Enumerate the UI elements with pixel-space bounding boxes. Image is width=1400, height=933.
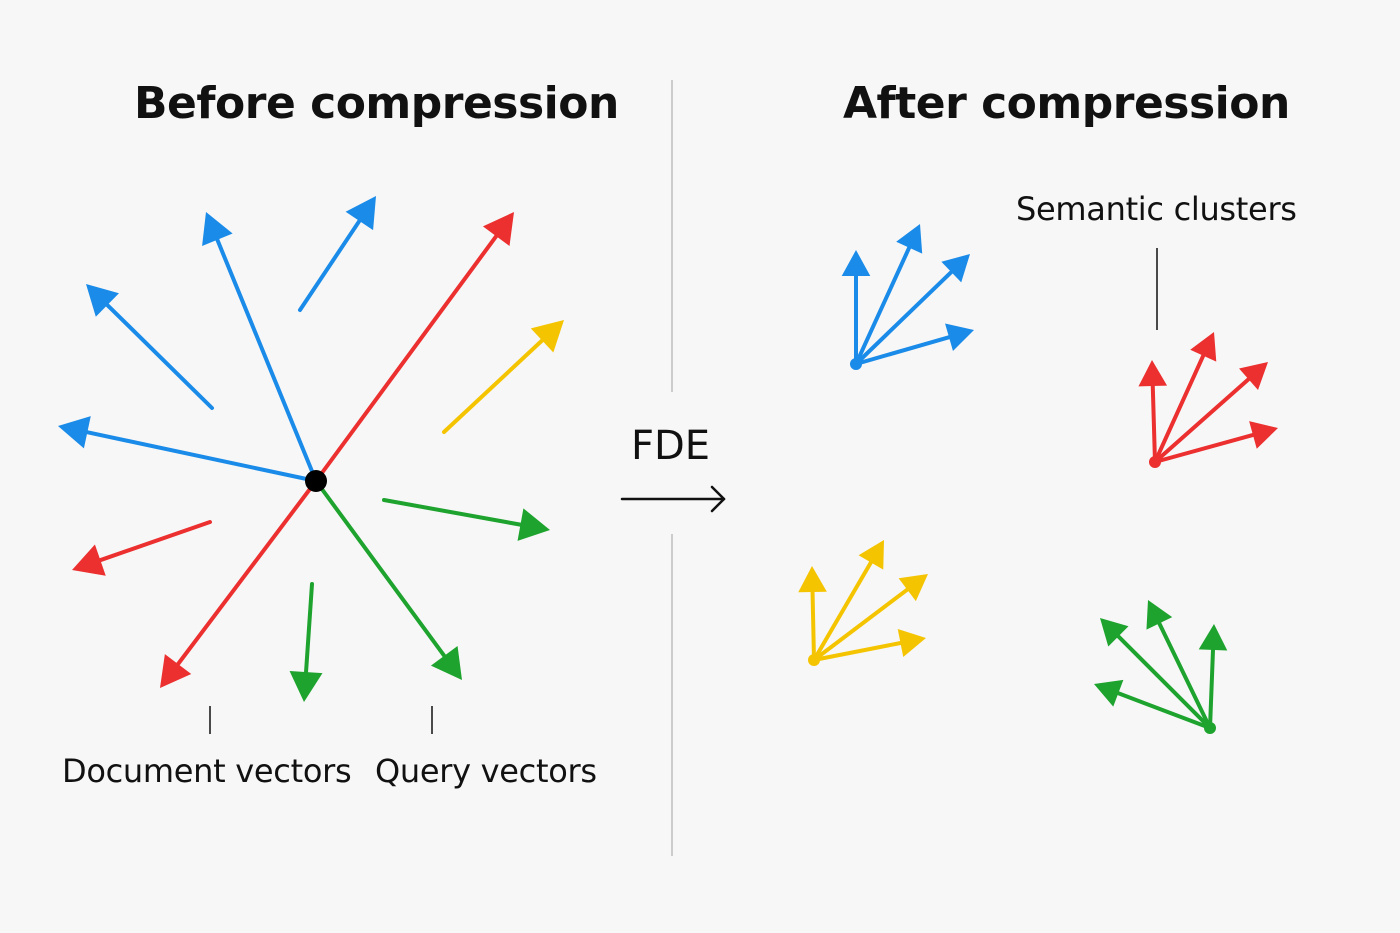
green-vector-down [289, 582, 323, 702]
blue-cluster-origin [850, 358, 862, 370]
red-cluster-vector-3 [1153, 362, 1268, 464]
fde-label: FDE [631, 423, 711, 469]
blue-vector-upper-left [202, 212, 318, 483]
yellow-cluster-vector-4 [812, 628, 926, 662]
green-cluster-vector-4 [1198, 624, 1228, 730]
yellow-vector [442, 320, 564, 434]
red-vector-left-short [72, 520, 212, 576]
origin-point [305, 470, 327, 492]
red-cluster-origin [1149, 456, 1161, 468]
green-cluster-vector-3 [1146, 600, 1212, 730]
blue-vector-left [58, 416, 318, 483]
query-vectors-label: Query vectors [375, 752, 597, 790]
green-cluster-vector-1 [1094, 679, 1212, 730]
left-vector-field [58, 196, 564, 702]
blue-vector-up [298, 196, 376, 312]
after-compression-title: After compression [843, 78, 1290, 129]
diagram-lines [209, 80, 1158, 856]
green-cluster-origin [1204, 722, 1216, 734]
green-vector-down-right [314, 479, 462, 680]
red-vector-lower-left [160, 479, 318, 688]
blue-cluster-vector-1 [841, 250, 871, 366]
blue-vector-diagonal [86, 284, 214, 410]
red-cluster-vector-1 [1138, 360, 1168, 464]
yellow-cluster-origin [808, 654, 820, 666]
green-vector-right [382, 498, 550, 541]
yellow-cluster-vector-1 [798, 566, 827, 662]
document-vectors-label: Document vectors [62, 752, 352, 790]
blue-cluster-vector-4 [854, 323, 974, 366]
red-cluster-vector-2 [1153, 332, 1217, 464]
before-compression-title: Before compression [134, 78, 619, 129]
semantic-clusters-label: Semantic clusters [1016, 190, 1297, 228]
blue-cluster-vector-3 [854, 254, 970, 366]
yellow-cluster-vector-2 [812, 540, 884, 662]
red-vector-upper-right [314, 212, 514, 483]
red-cluster-vector-4 [1153, 421, 1278, 464]
yellow-cluster-vector-3 [812, 574, 928, 662]
green-cluster-vector-2 [1100, 618, 1212, 730]
right-arrow-icon [620, 485, 726, 513]
blue-cluster-vector-2 [854, 224, 923, 366]
right-vector-clusters [798, 224, 1278, 734]
